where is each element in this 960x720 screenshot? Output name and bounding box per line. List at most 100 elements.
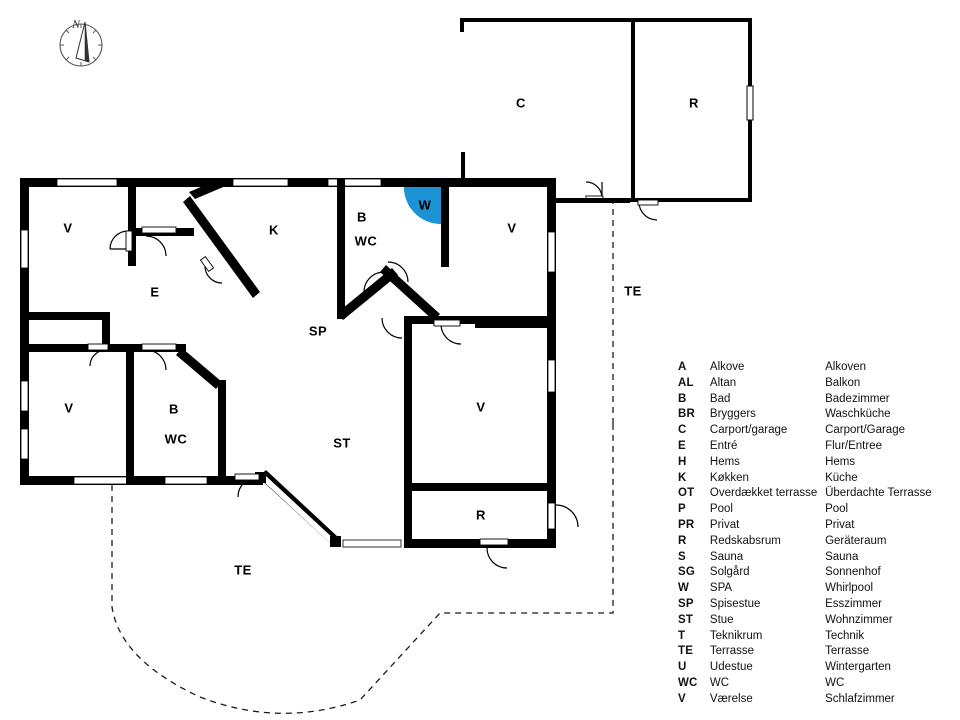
- legend-danish-term: Køkken: [709, 471, 749, 484]
- legend-row: OT Overdækket terrasse Überdachte Terrasse: [678, 486, 958, 502]
- legend-german-term: Terrasse: [825, 645, 870, 658]
- legend-german-term: Sauna: [825, 550, 859, 563]
- legend-row: W SPA Whirlpool: [678, 581, 958, 597]
- legend-code: PR: [678, 518, 695, 531]
- room-label-te: TE: [234, 562, 252, 578]
- legend-code: R: [678, 534, 687, 547]
- room-label-v: V: [507, 220, 517, 236]
- legend-german-term: Esszimmer: [825, 597, 882, 610]
- legend-danish-term: Solgård: [709, 566, 750, 579]
- room-label-w: W: [418, 197, 432, 213]
- legend-code: A: [678, 361, 687, 373]
- terrace-boundary: [111, 202, 614, 714]
- room-label-e: E: [150, 284, 160, 300]
- legend-code: H: [678, 455, 687, 468]
- legend-german-term: Überdachte Terrasse: [825, 487, 932, 500]
- legend-code: T: [678, 629, 686, 642]
- legend-code: U: [678, 661, 687, 674]
- legend-danish-term: Entré: [709, 439, 738, 452]
- room-label-b: B: [357, 209, 367, 225]
- legend-danish-term: Værelse: [709, 692, 753, 705]
- room-label-v: V: [64, 400, 74, 416]
- whirlpool-spa: [404, 187, 441, 224]
- legend-row: S Sauna Sauna: [678, 550, 958, 566]
- room-label-v: V: [476, 399, 486, 415]
- legend-danish-term: Bryggers: [709, 408, 756, 421]
- legend-code: E: [678, 439, 686, 452]
- legend-row: BR Bryggers Waschküche: [678, 407, 958, 423]
- legend-german-term: Flur/Entree: [825, 439, 882, 452]
- legend-german-term: Waschküche: [825, 408, 891, 421]
- svg-text:N: N: [71, 17, 81, 31]
- legend-code: K: [678, 471, 687, 484]
- legend-danish-term: WC: [709, 676, 730, 689]
- legend-german-term: Balkon: [825, 376, 861, 389]
- legend-german-term: Wohnzimmer: [825, 613, 893, 626]
- legend-german-term: WC: [825, 676, 845, 689]
- compass-rose: N: [59, 17, 103, 67]
- legend-code: W: [678, 582, 690, 595]
- legend-danish-term: Stue: [709, 613, 734, 626]
- room-label-wc: WC: [164, 431, 188, 447]
- legend-row: E Entré Flur/Entree: [678, 439, 958, 455]
- legend-danish-term: Alkove: [709, 361, 745, 373]
- legend-danish-term: Privat: [709, 518, 740, 531]
- room-label-c: C: [516, 95, 526, 111]
- legend-row: V Værelse Schlafzimmer: [678, 692, 958, 708]
- legend-danish-term: Redskabsrum: [709, 534, 781, 547]
- legend-code: TE: [678, 645, 694, 658]
- room-label-sp: SP: [308, 323, 328, 339]
- legend-danish-term: Bad: [709, 392, 731, 405]
- room-label-b: B: [169, 401, 179, 417]
- legend-danish-term: Overdækket terrasse: [709, 487, 818, 500]
- legend-german-term: Küche: [825, 471, 858, 484]
- interior-walls: [28, 178, 556, 548]
- terrace-divider-wall: [556, 198, 630, 203]
- legend-row: SG Solgård Sonnenhof: [678, 565, 958, 581]
- legend-danish-term: SPA: [709, 582, 733, 595]
- legend-german-term: Geräteraum: [825, 534, 887, 547]
- room-label-te: TE: [624, 283, 642, 299]
- legend-german-term: Privat: [825, 518, 855, 531]
- legend-code: B: [678, 392, 687, 405]
- legend-danish-term: Altan: [709, 376, 737, 389]
- legend-row: B Bad Badezimmer: [678, 392, 958, 408]
- room-label-k: K: [269, 222, 279, 238]
- legend-danish-term: Sauna: [709, 550, 744, 563]
- legend-german-term: Schlafzimmer: [825, 692, 895, 705]
- legend-code: V: [678, 692, 686, 705]
- legend-danish-term: Spisestue: [709, 597, 761, 610]
- legend-code: S: [678, 550, 686, 563]
- legend-row: R Redskabsrum Geräteraum: [678, 534, 958, 550]
- legend-code: P: [678, 503, 686, 516]
- legend-german-term: Whirlpool: [825, 582, 874, 595]
- legend-row: ST Stue Wohnzimmer: [678, 613, 958, 629]
- legend-code: ST: [678, 613, 694, 626]
- legend-german-term: Sonnenhof: [825, 566, 881, 579]
- legend-code: WC: [678, 676, 698, 689]
- legend-code: BR: [678, 408, 696, 421]
- legend-danish-term: Carport/garage: [709, 424, 788, 437]
- legend-danish-term: Teknikrum: [709, 629, 763, 642]
- legend-code: SG: [678, 566, 696, 579]
- room-label-wc: WC: [354, 233, 378, 249]
- room-label-v: V: [63, 220, 73, 236]
- legend-code: SP: [678, 597, 694, 610]
- legend-code: OT: [678, 487, 695, 500]
- legend-row: PR Privat Privat: [678, 518, 958, 534]
- legend-row: SP Spisestue Esszimmer: [678, 597, 958, 613]
- legend-danish-term: Udestue: [709, 661, 753, 674]
- legend-danish-term: Hems: [709, 455, 740, 468]
- carport-structure: [460, 18, 754, 202]
- legend-german-term: Pool: [825, 503, 849, 516]
- legend-row: K Køkken Küche: [678, 471, 958, 487]
- legend-german-term: Badezimmer: [825, 392, 890, 405]
